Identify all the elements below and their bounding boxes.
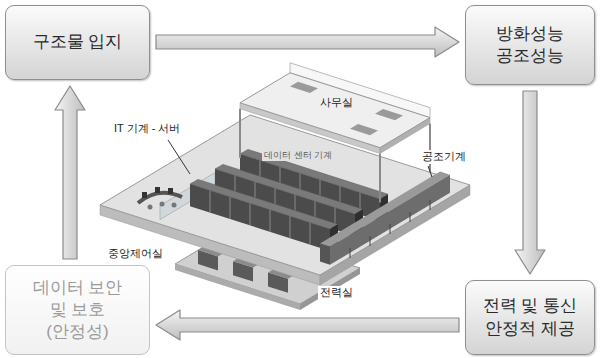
box-text: 구조물 입지 xyxy=(33,31,123,53)
office-floor xyxy=(350,124,378,135)
part-label: 중앙제어실 xyxy=(106,247,165,261)
process-box: 전력 및 통신 안정적 제공 xyxy=(465,280,595,355)
control-room xyxy=(155,187,160,193)
flow-arrow xyxy=(55,86,85,259)
control-room xyxy=(148,205,153,210)
box-text: 방화성능 공조성능 xyxy=(474,23,586,67)
leader-line xyxy=(168,140,432,177)
leader-line xyxy=(428,166,432,177)
box-text: 전력 및 통신 안정적 제공 xyxy=(474,295,586,339)
air-conditioning-unit xyxy=(320,244,330,265)
server-racks xyxy=(190,179,338,251)
main-floor xyxy=(100,115,470,275)
flow-arrow xyxy=(156,27,459,57)
office-floor xyxy=(290,82,318,93)
air-conditioning-unit xyxy=(330,175,450,265)
process-box: 데이터 보안 및 보호 (안정성) xyxy=(5,265,150,355)
part-label: 전력실 xyxy=(318,286,355,300)
air-conditioning-unit xyxy=(350,200,430,258)
main-floor xyxy=(100,115,470,285)
control-room xyxy=(138,193,182,203)
office-floor xyxy=(375,109,403,120)
leader-line xyxy=(168,140,190,174)
box-text: 데이터 보안 및 보호 (안정성) xyxy=(28,277,128,343)
control-room xyxy=(168,188,173,194)
part-label: 공조기계 xyxy=(420,150,468,164)
flow-arrow xyxy=(156,310,459,340)
control-room xyxy=(172,203,177,208)
flow-arrow xyxy=(515,91,545,274)
process-box: 구조물 입지 xyxy=(5,5,150,80)
control-room xyxy=(142,192,147,198)
office-floor xyxy=(240,73,430,148)
part-label: 데이터 센터 기계 xyxy=(262,150,334,161)
part-label: 사무실 xyxy=(318,96,355,110)
process-box: 방화성능 공조성능 xyxy=(465,5,595,85)
air-conditioning-unit xyxy=(320,172,450,265)
part-label: IT 기계 - 서버 xyxy=(112,122,182,136)
control-room xyxy=(160,202,165,207)
office-floor xyxy=(240,63,430,203)
